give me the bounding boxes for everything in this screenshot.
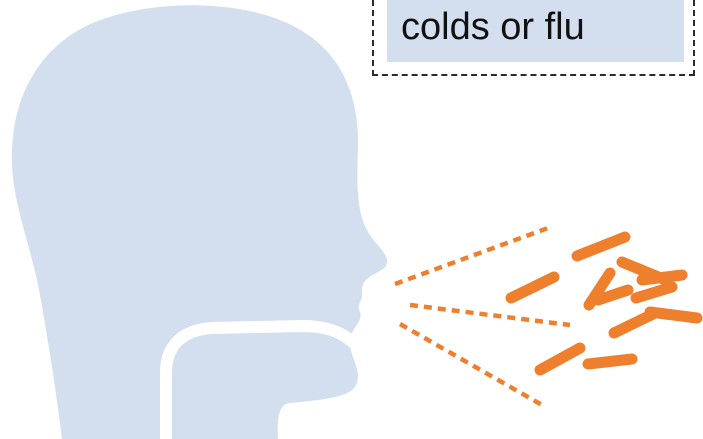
germ-rod — [642, 275, 682, 280]
cough-spray-lines-icon — [395, 228, 570, 405]
label-box: colds or flu — [387, 0, 684, 62]
germ-rod — [511, 277, 554, 298]
label-text: colds or flu — [401, 8, 585, 46]
germ-rod — [614, 314, 653, 333]
germ-rod — [636, 287, 672, 298]
bacteria-germs-icon — [511, 237, 697, 370]
germ-rod — [577, 237, 625, 256]
germ-rod — [650, 312, 697, 318]
spray-line-middle — [410, 305, 570, 325]
germ-rod — [540, 348, 580, 370]
germ-rod — [588, 359, 632, 364]
head-silhouette-icon — [12, 5, 387, 439]
spray-line-upper — [395, 228, 548, 284]
spray-line-lower — [400, 324, 542, 405]
